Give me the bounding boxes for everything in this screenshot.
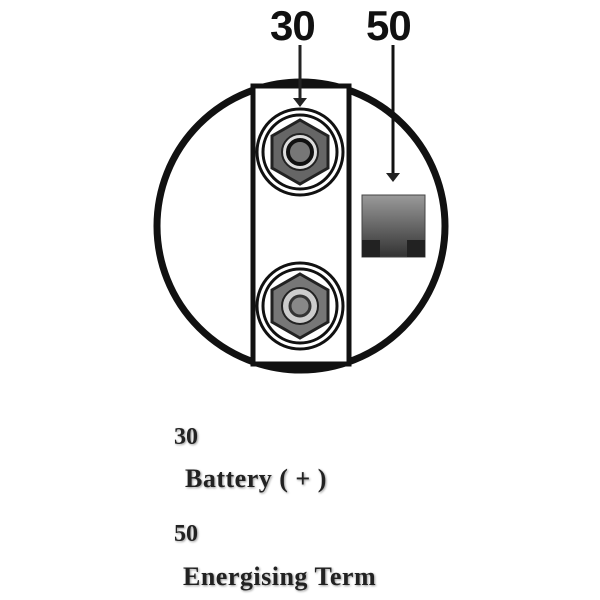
terminal-50-label: 50 [366,2,412,49]
arrow-30 [293,45,307,107]
legend-30-number: 30 [174,424,198,450]
legend-50-description: Energising Term [183,562,377,591]
terminal-30-label: 30 [270,2,316,49]
terminal-30-nut [255,107,345,197]
legend-30-description: Battery ( + ) [185,464,327,493]
terminal-50-connector [361,194,426,258]
arrow-50 [386,45,400,182]
lower-terminal-nut [255,261,345,351]
legend-50-number: 50 [174,521,198,547]
